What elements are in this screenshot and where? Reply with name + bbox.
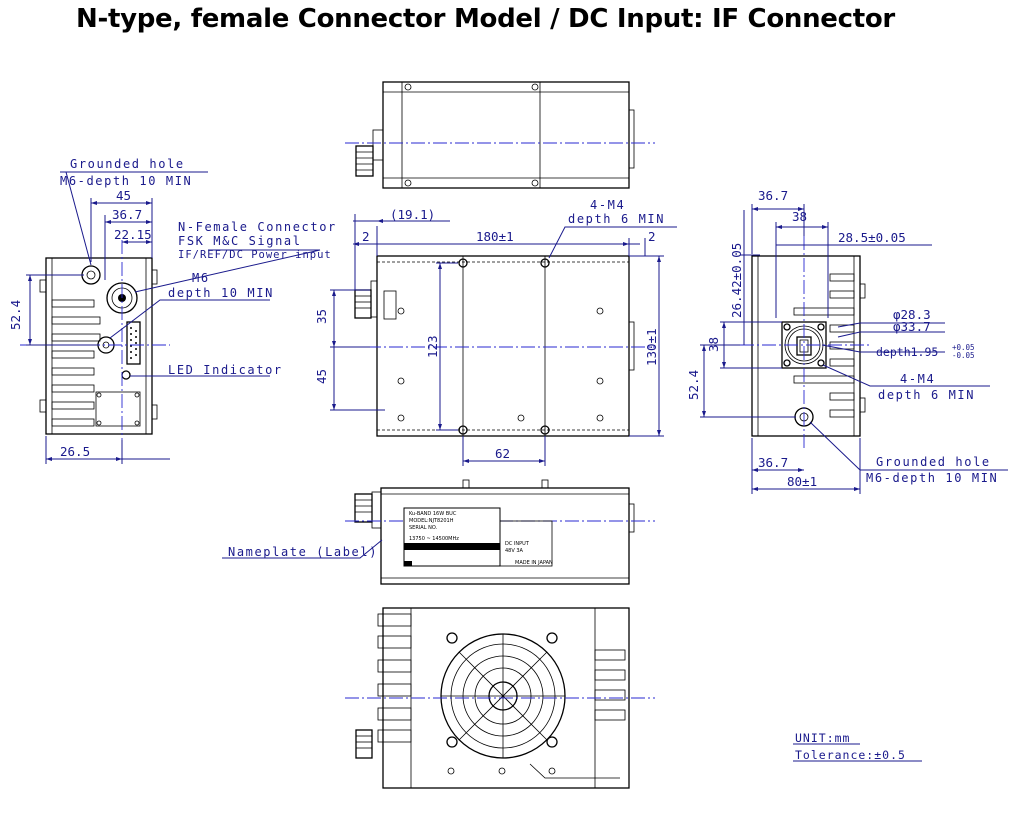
dim-28-5: 28.5±0.05 [838, 230, 906, 245]
dim-35: 35 [314, 309, 329, 324]
if-ref-dc-label: IF/REF/DC Power input [178, 249, 332, 261]
dim-38-vert: 38 [706, 337, 721, 352]
dim-2-right: 2 [648, 229, 656, 244]
tolerance-label: Tolerance:±0.5 [795, 748, 906, 762]
depth-tolerance-lower: -0.05 [952, 351, 975, 360]
dim-36-7-right-bottom: 36.7 [758, 455, 788, 470]
dim-2-left: 2 [362, 229, 370, 244]
unit-label: UNIT:mm [795, 731, 850, 745]
dim-36-7-right-top: 36.7 [758, 188, 788, 203]
grounded-hole-right-spec: M6-depth 10 MIN [866, 471, 998, 485]
m4-top-label: 4-M4 [590, 198, 625, 212]
m4-top-depth: depth 6 MIN [568, 212, 665, 226]
fsk-signal-label: FSK M&C Signal [178, 234, 302, 248]
led-indicator-label: LED Indicator [168, 363, 283, 377]
nameplate-line7: MADE IN JAPAN [515, 560, 553, 566]
dim-22-15: 22.15 [114, 227, 152, 242]
dim-52-4-left: 52.4 [8, 300, 23, 330]
nameplate-line2: MODEL:NJT8201H [409, 518, 454, 524]
nameplate-line6: 48V 3A [505, 548, 524, 554]
top-view [345, 81, 655, 189]
dim-62: 62 [495, 446, 510, 461]
dim-130: 130±1 [644, 328, 659, 366]
bottom-view-fan [345, 607, 655, 789]
dim-45-vert: 45 [314, 369, 329, 384]
m6-label: M6 [192, 271, 210, 285]
dim-180: 180±1 [476, 229, 514, 244]
m6-depth-label: depth 10 MIN [168, 286, 274, 300]
grounded-hole-left-label: Grounded hole [70, 157, 185, 171]
nameplate-line1: Ku-BAND 16W BUC [409, 511, 457, 517]
dim-36-7-left: 36.7 [112, 207, 142, 222]
left-end-view [20, 240, 170, 450]
n-female-connector-label: N-Female Connector [178, 220, 337, 234]
dimensions [26, 171, 1008, 762]
nameplate-line4: 13750 ~ 14500MHz [409, 536, 459, 542]
dim-80: 80±1 [787, 474, 817, 489]
page-title: N-type, female Connector Model / DC Inpu… [76, 4, 895, 34]
m4-right-depth: depth 6 MIN [878, 388, 975, 402]
dim-52-4-right: 52.4 [686, 370, 701, 400]
dim-26-5: 26.5 [60, 444, 90, 459]
grounded-hole-left-spec: M6-depth 10 MIN [60, 174, 192, 188]
side-view-nameplate: Ku-BAND 16W BUC MODEL:NJT8201H SERIAL NO… [345, 479, 655, 585]
m4-right-label: 4-M4 [900, 372, 935, 386]
nameplate-line5: DC INPUT [505, 541, 530, 547]
phi-33-7: φ33.7 [893, 319, 931, 334]
dim-19-1: (19.1) [390, 207, 435, 222]
grounded-hole-right-label: Grounded hole [876, 455, 991, 469]
dim-123: 123 [425, 335, 440, 358]
depth-tolerance-upper: +0.05 [952, 343, 975, 352]
dim-45: 45 [116, 188, 131, 203]
depth-1-95: depth1.95 [876, 345, 938, 359]
phi-28-3: φ28.3 [893, 307, 931, 322]
dim-26-42: 26.42±0.05 [729, 243, 744, 318]
dim-38-top: 38 [792, 209, 807, 224]
nameplate-label: Nameplate (Label) [228, 545, 378, 559]
right-end-view [740, 236, 870, 450]
front-view [345, 255, 655, 437]
nameplate-line3: SERIAL NO. [409, 525, 438, 531]
